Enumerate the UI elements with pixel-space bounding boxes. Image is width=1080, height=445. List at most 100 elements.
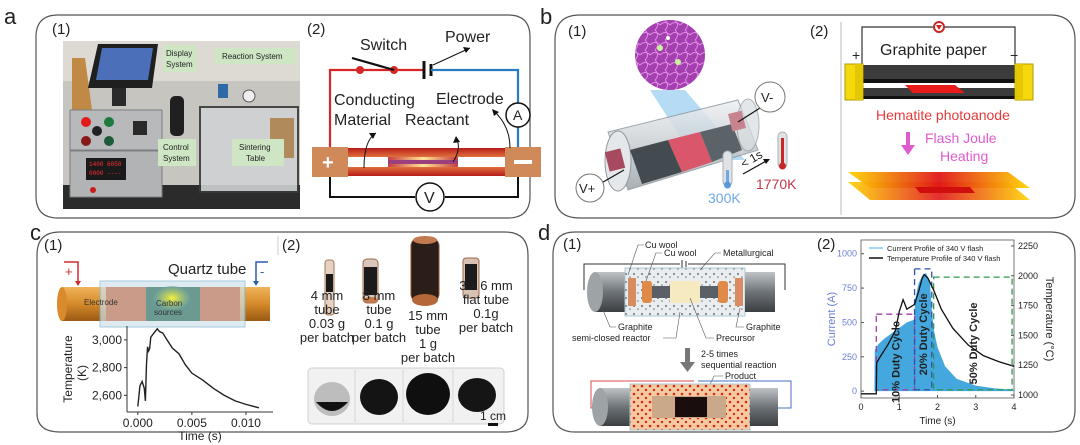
label-control-line2: System <box>163 154 190 163</box>
duty-cycle-label-1: 10% Duty Cycle <box>890 321 902 403</box>
y-tick-label: 750 <box>842 283 857 293</box>
vminus-label: V- <box>761 90 773 105</box>
y-tick-label: 3,000 <box>92 333 122 347</box>
plus-terminal: + <box>852 47 860 63</box>
power-label: Power <box>445 29 491 46</box>
reactant-bar <box>388 160 458 164</box>
panel-a-sub2: (2) <box>307 21 325 38</box>
circuit-diagram: A Switch Power Conducting Material React… <box>312 29 541 212</box>
y2-tick-label: 1250 <box>1018 360 1038 370</box>
graphite-paper-diagram: + − Graphite paper Hematite photoanode F… <box>844 21 1034 200</box>
panel-letter-c: c <box>30 220 41 245</box>
legend-label-temperature: Temperature Profile of 340 V flash <box>887 254 1000 263</box>
panel-d-sub2: (2) <box>817 236 835 253</box>
voltmeter <box>415 182 445 212</box>
duty-cycle-box-1 <box>875 313 916 391</box>
tube-samples <box>324 236 480 316</box>
panel-d-frame <box>552 231 1076 433</box>
fjh-label-2: Heating <box>940 148 988 164</box>
fjh-label-1: Flash Joule <box>925 130 997 146</box>
tube-label-2-line-1: 8 mm <box>363 288 396 303</box>
tube-4mm <box>324 259 335 316</box>
temp-low-label: 300K <box>708 190 741 206</box>
sample-4 <box>458 378 496 412</box>
reactor-schematic-bottom <box>590 380 792 431</box>
tube-label-3-line-4: per batch <box>401 350 455 365</box>
plus-sign: + <box>322 152 334 174</box>
tube-label-1-line-4: per batch <box>300 330 354 345</box>
y2-axis-label: Temperature (°C) <box>1043 277 1055 361</box>
legend-label-current: Current Profile of 340 V flash <box>887 244 983 253</box>
label-cu-wool-1: Cu wool <box>645 240 678 250</box>
reactant-label: Reactant <box>405 112 470 129</box>
vplus-circle <box>575 173 605 203</box>
vminus-circle <box>754 81 786 113</box>
y2-tick-label: 1000 <box>1018 390 1038 400</box>
y2-tick-label: 1750 <box>1018 301 1038 311</box>
x-tick-label: 2 <box>935 402 940 412</box>
series-area-current <box>861 272 1014 392</box>
svg-text:0000 ----: 0000 ---- <box>89 170 121 177</box>
minus-terminal: − <box>1010 47 1018 63</box>
panel-d: d (1) (2) Cu wool Cu wool Metallurgical … <box>538 220 1076 433</box>
wire-blue <box>431 68 520 103</box>
panel-c: c (1) (2) Electrode Carbon sources Quart… <box>30 220 529 443</box>
duty-cycle-label-3: 50% Duty Cycle <box>968 302 980 384</box>
carbon-label-1: Carbon <box>156 299 182 308</box>
panel-a-frame <box>35 14 531 219</box>
sample-3 <box>406 373 450 415</box>
sem-micrograph <box>635 20 705 90</box>
carbon-label-2: sources <box>154 308 182 317</box>
switch-lever <box>351 56 395 72</box>
tube-label-1-line-2: tube <box>314 302 339 317</box>
label-control-line1: Control <box>163 143 189 152</box>
tube-label-2-line-2: tube <box>366 302 391 317</box>
label-precursor: Precursor <box>716 333 755 343</box>
panel-b-sub1: (1) <box>568 23 586 40</box>
tube-15mm <box>410 236 440 306</box>
lab-setup-photo: 1400 6050 0000 ---- Display System React… <box>63 41 300 209</box>
down-arrow-fjh <box>901 145 915 155</box>
x-tick-label: 4 <box>1011 402 1016 412</box>
scale-bar <box>488 423 498 426</box>
sample-2 <box>360 379 398 415</box>
panel-d-sub1: (1) <box>563 236 581 253</box>
x-axis-label: Time (s) <box>178 429 222 443</box>
ammeter-label: A <box>513 107 523 123</box>
label-display-line2: System <box>166 60 193 69</box>
quartz-tube-b <box>604 98 760 192</box>
label-sintering-line2: Table <box>246 154 266 163</box>
switch-label: Switch <box>360 37 407 54</box>
hematite-photoanode <box>905 85 965 93</box>
scale-bar-label: 1 cm <box>480 409 506 423</box>
panel-c-sub1: (1) <box>44 237 62 254</box>
ammeter <box>505 102 531 128</box>
y-axis-unit: (K) <box>75 365 89 381</box>
panel-a-sub1: (1) <box>52 21 70 38</box>
x-tick-label: 0.005 <box>177 416 207 430</box>
series-line-temperature <box>861 273 1015 395</box>
label-reaction-system <box>215 48 297 64</box>
label-graphite-left: Graphite <box>618 322 653 332</box>
panel-a: a (1) (2) 1400 6050 0000 ---- <box>4 4 541 219</box>
electrode-label: Electrode <box>436 91 504 108</box>
tube-8mm <box>362 258 379 304</box>
tube-label-4-line-2: flat tube <box>463 292 509 307</box>
label-sintering-line1: Sintering <box>239 143 271 152</box>
quartz-tube-schematic: Electrode Carbon sources Quartz tube + - <box>57 261 270 328</box>
switch-contact-left <box>356 66 364 74</box>
y-axis-label: Temperature <box>61 335 75 403</box>
label-metallurgical: Metallurgical <box>723 248 774 258</box>
svg-text:1400 6050: 1400 6050 <box>89 161 122 168</box>
label-reaction-line1: Reaction System <box>222 52 283 61</box>
panel-b: b (1) (2) V+ V- < 1s <box>540 4 1076 219</box>
y-tick-label: 1000 <box>837 249 857 259</box>
y-tick-label: 250 <box>842 352 857 362</box>
panel-letter-b: b <box>540 4 552 29</box>
duty-cycle-box-2 <box>913 268 933 391</box>
tube-label-3-line-2: tube <box>415 322 440 337</box>
